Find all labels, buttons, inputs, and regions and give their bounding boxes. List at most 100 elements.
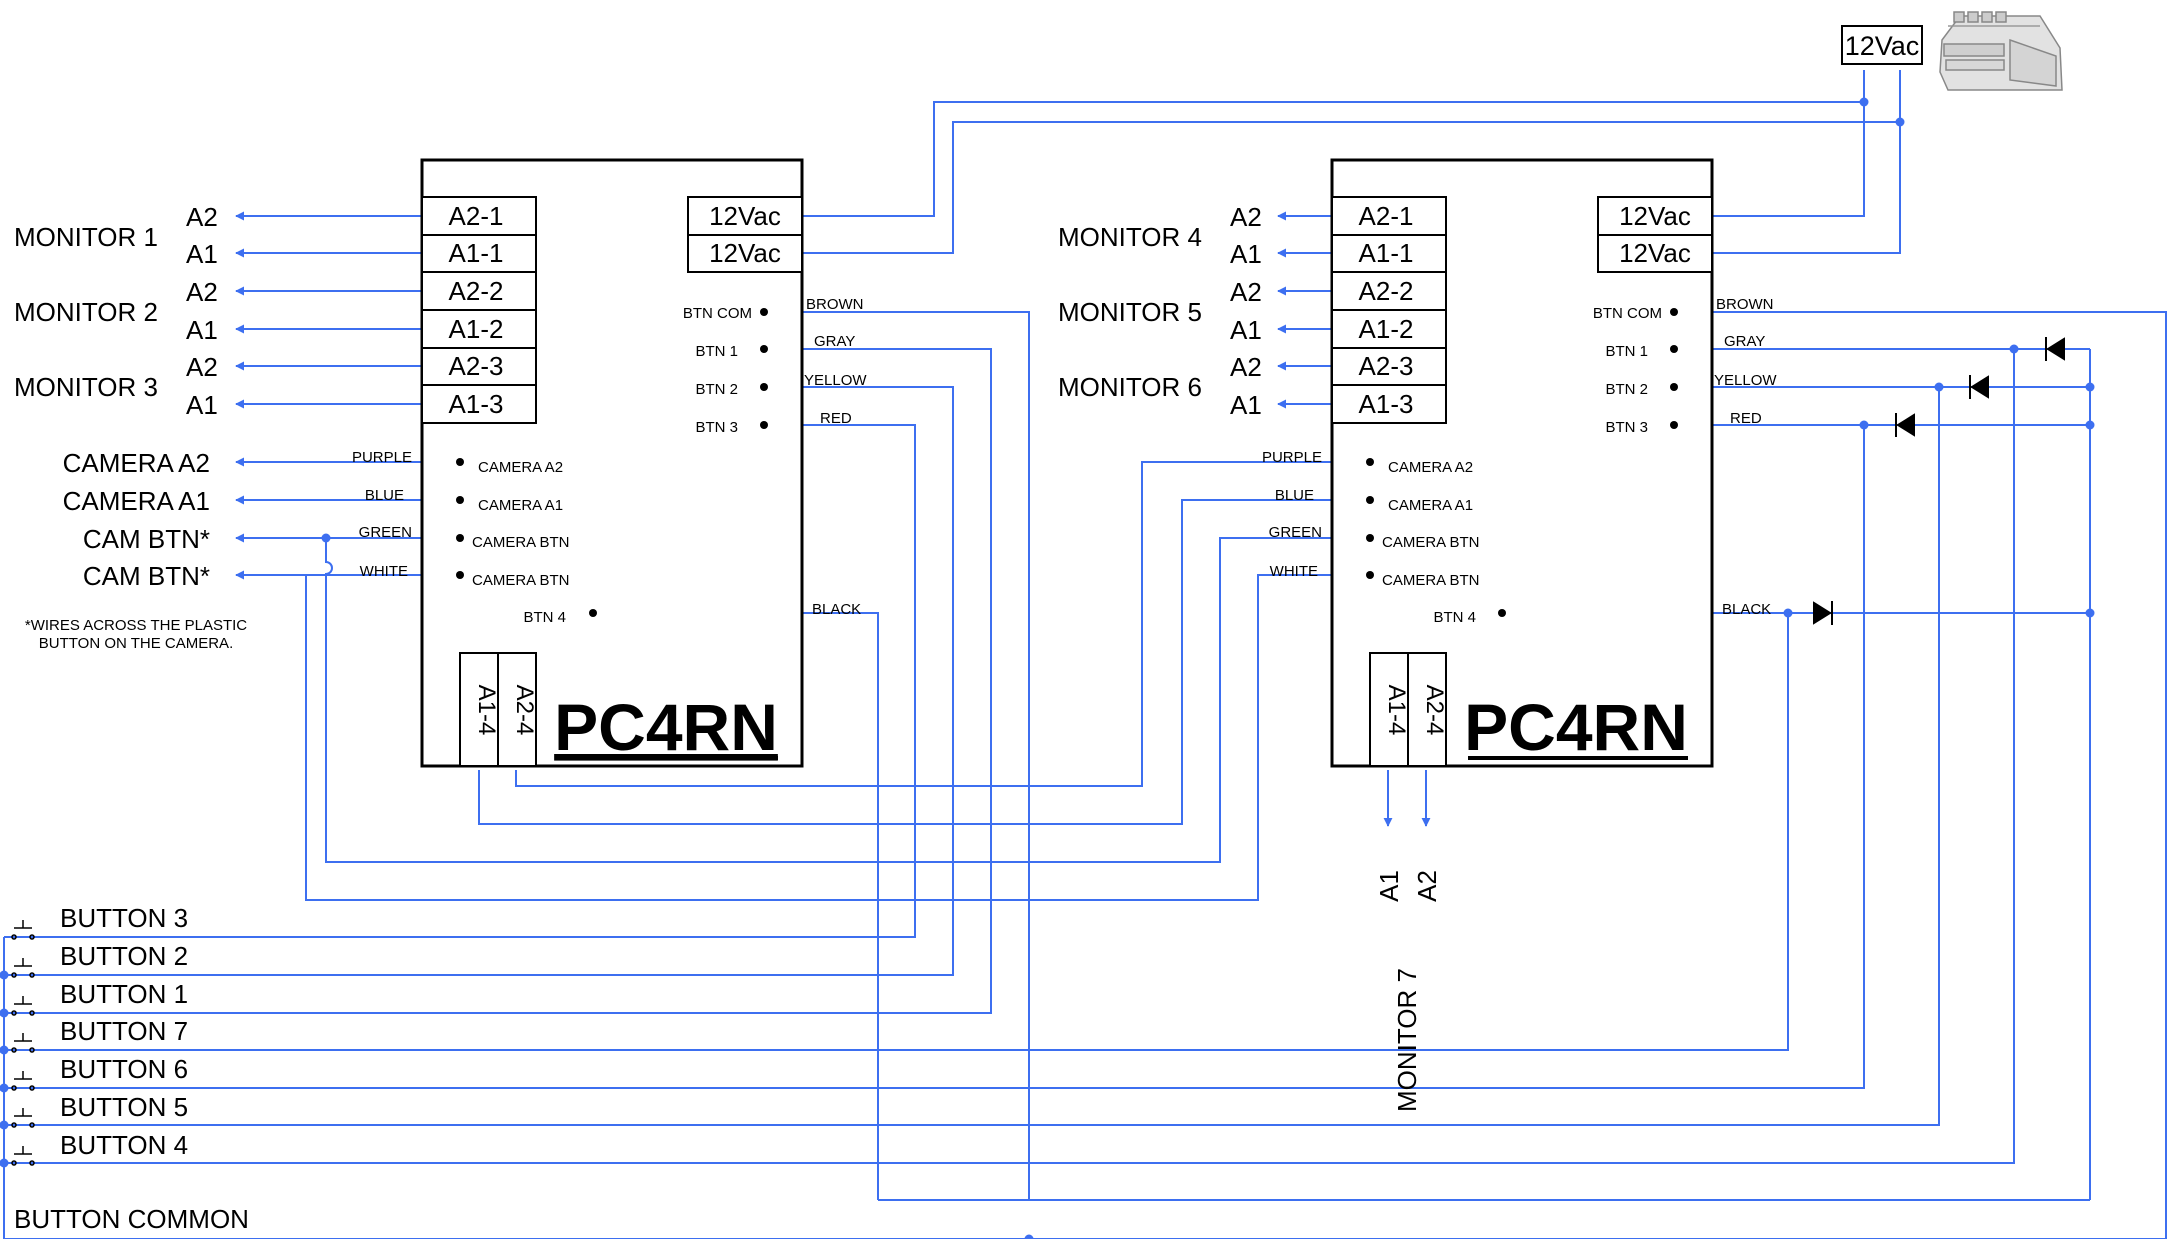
pushbutton-icon [11, 1033, 35, 1053]
channel-label: A1 [186, 390, 218, 420]
diode-icon [2045, 337, 2065, 361]
monitor-7-a2: A2 [1412, 870, 1442, 902]
supply-wire-2 [802, 70, 1901, 254]
diode-icon [1813, 601, 1833, 625]
junction-dots [0, 97, 2095, 1239]
pushbutton-icon [11, 1146, 35, 1166]
term-a2-1: A2-1 [449, 201, 504, 231]
panel-title: PC4RN [1464, 690, 1688, 764]
color-green: GREEN [1269, 524, 1322, 541]
color-black: BLACK [812, 601, 861, 618]
color-green: GREEN [359, 524, 412, 541]
wire-button4 [22, 349, 2015, 1164]
channel-label: A1 [1230, 315, 1262, 345]
term-a2-3: A2-3 [449, 351, 504, 381]
camera-a1-label: CAMERA A1 [63, 486, 210, 516]
term-a2-3: A2-3 [1359, 351, 1414, 381]
pin-btn-4: BTN 4 [523, 609, 566, 626]
term-a1-2: A1-2 [449, 314, 504, 344]
monitor-2-label: MONITOR 2 [14, 297, 158, 327]
footnote-line-1: *WIRES ACROSS THE PLASTIC [25, 617, 247, 634]
monitor-7: A1 A2 MONITOR 7 [1374, 870, 1442, 1112]
pin-btn-2: BTN 2 [695, 381, 738, 398]
button-4-label: BUTTON 4 [60, 1130, 188, 1160]
color-brown: BROWN [806, 296, 864, 313]
transformer-icon [1939, 11, 2063, 91]
color-purple: PURPLE [1262, 449, 1322, 466]
cam-btn-label: CAM BTN* [83, 524, 210, 554]
supply-wire-3 [1712, 102, 1865, 217]
right-pc4rn-panel: A2-1 A1-1 A2-2 A1-2 A2-3 A1-3 12Vac 12Va… [1262, 158, 1777, 768]
pin-camera-btn: CAMERA BTN [472, 534, 570, 551]
term-a1-2: A1-2 [1359, 314, 1414, 344]
channel-label: A1 [186, 315, 218, 345]
pushbutton-icon [11, 958, 35, 978]
camera-a2-label: CAMERA A2 [63, 448, 210, 478]
channel-label: A2 [186, 352, 218, 382]
color-white: WHITE [360, 563, 408, 580]
pin-btn-com: BTN COM [683, 305, 752, 322]
wire-cambtn-white [305, 574, 1370, 901]
term-12vac-1: 12Vac [709, 201, 781, 231]
wire-cambtn-green [325, 537, 1370, 863]
channel-label: A2 [186, 202, 218, 232]
term-12vac-2: 12Vac [1619, 238, 1691, 268]
wire-btn1-left [22, 348, 992, 1014]
pin-camera-a2: CAMERA A2 [1388, 459, 1473, 476]
term-a2-2: A2-2 [449, 276, 504, 306]
color-blue: BLUE [1275, 487, 1314, 504]
term-a2-4: A2-4 [511, 685, 538, 736]
wire-btn-com-left [764, 311, 1030, 1200]
term-12vac-1: 12Vac [1619, 201, 1691, 231]
wire-button7 [22, 613, 1789, 1051]
diode-icon [1895, 413, 1915, 437]
pin-camera-a1: CAMERA A1 [478, 497, 563, 514]
color-purple: PURPLE [352, 449, 412, 466]
wire-button6 [22, 425, 1865, 1089]
button-2-label: BUTTON 2 [60, 941, 188, 971]
color-black: BLACK [1722, 601, 1771, 618]
channel-label: A2 [1230, 352, 1262, 382]
channel-label: A2 [1230, 277, 1262, 307]
term-a1-4: A1-4 [1383, 685, 1410, 736]
color-gray: GRAY [1724, 333, 1765, 350]
color-yellow: YELLOW [804, 372, 867, 389]
diode-icon [1969, 375, 1989, 399]
monitor-1-label: MONITOR 1 [14, 222, 158, 252]
pin-btn-com: BTN COM [1593, 305, 1662, 322]
monitor-5-label: MONITOR 5 [1058, 297, 1202, 327]
channel-label: A2 [1230, 202, 1262, 232]
pin-camera-a2: CAMERA A2 [478, 459, 563, 476]
channel-label: A2 [186, 277, 218, 307]
power-supply: 12Vac [1841, 11, 2063, 91]
term-a2-4: A2-4 [1421, 685, 1448, 736]
term-a2-1: A2-1 [1359, 201, 1414, 231]
button-common-taps [4, 936, 22, 1164]
pin-btn-3: BTN 3 [1605, 419, 1648, 436]
color-gray: GRAY [814, 333, 855, 350]
monitor-6-label: MONITOR 6 [1058, 372, 1202, 402]
supply-wire-4 [1712, 122, 1901, 254]
pin-btn-2: BTN 2 [1605, 381, 1648, 398]
pushbutton-icon [11, 996, 35, 1016]
pushbutton-icon [11, 1108, 35, 1128]
monitor-7-label: MONITOR 7 [1392, 968, 1422, 1112]
term-a2-2: A2-2 [1359, 276, 1414, 306]
color-yellow: YELLOW [1714, 372, 1777, 389]
wire-btn-com-right [1674, 311, 2167, 1239]
supply-label: 12Vac [1845, 31, 1920, 61]
term-12vac-2: 12Vac [709, 238, 781, 268]
pin-camera-btn: CAMERA BTN [472, 572, 570, 589]
pin-camera-btn: CAMERA BTN [1382, 572, 1480, 589]
pin-btn-1: BTN 1 [695, 343, 738, 360]
left-pc4rn-panel: A2-1 A1-1 A2-2 A1-2 A2-3 A1-3 12Vac 12Va… [352, 158, 867, 768]
channel-label: A1 [1230, 239, 1262, 269]
term-a1-3: A1-3 [1359, 389, 1414, 419]
button-5-label: BUTTON 5 [60, 1092, 188, 1122]
pin-btn-3: BTN 3 [695, 419, 738, 436]
color-red: RED [1730, 410, 1762, 427]
color-white: WHITE [1270, 563, 1318, 580]
term-a1-1: A1-1 [1359, 238, 1414, 268]
pin-btn-4: BTN 4 [1433, 609, 1476, 626]
